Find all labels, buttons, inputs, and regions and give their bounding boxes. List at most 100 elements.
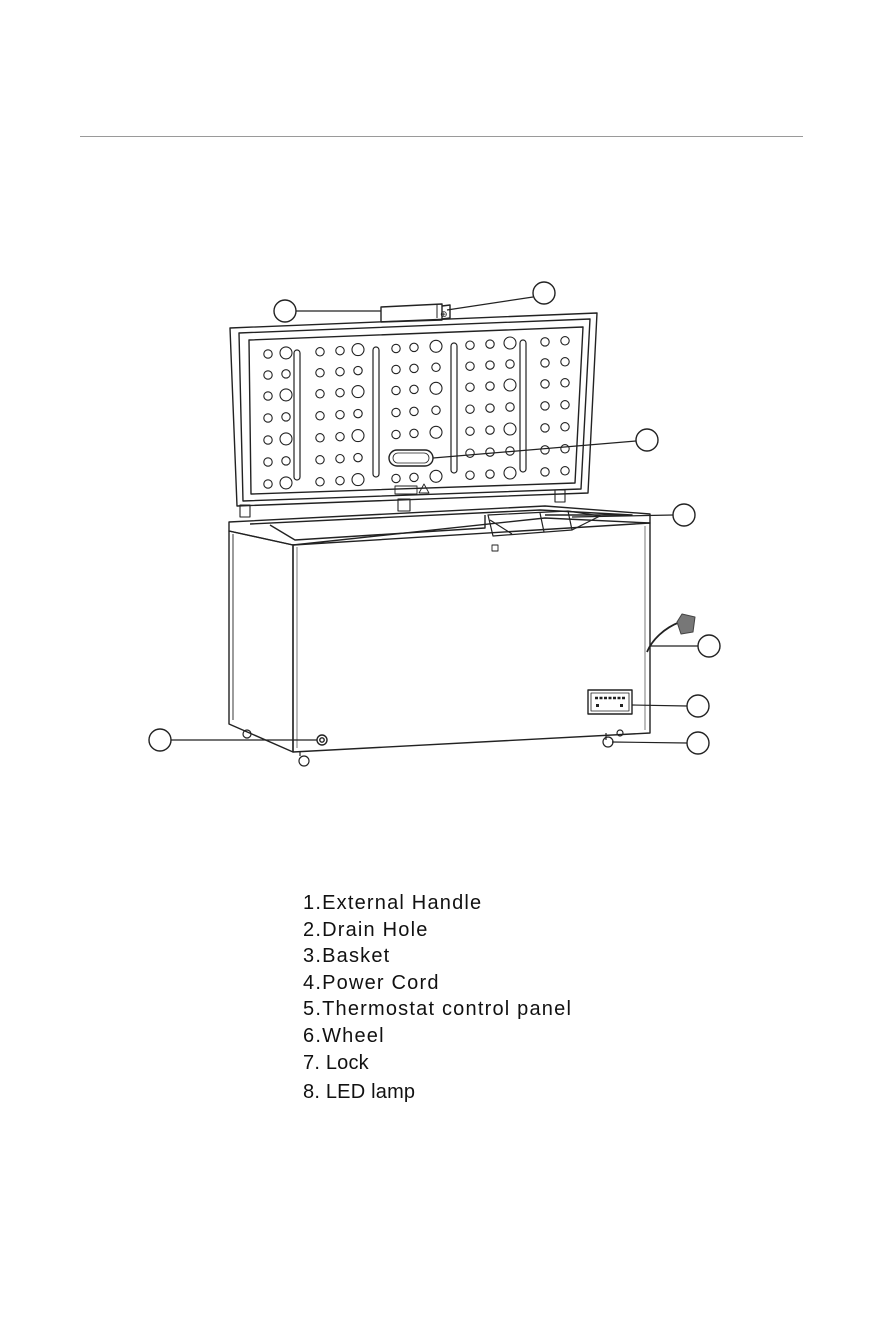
lid-hole: [561, 358, 569, 366]
lid-hole: [336, 347, 344, 355]
thermostat-control-panel: [588, 690, 632, 714]
lid-hole: [504, 337, 516, 349]
lid-hole: [432, 406, 440, 414]
lid-hole: [466, 471, 474, 479]
lid-hole: [392, 365, 400, 373]
lid-hole: [336, 368, 344, 376]
lid-hole: [486, 448, 494, 456]
lid-hole: [561, 401, 569, 409]
lid-hole: [264, 480, 272, 488]
lid-hole: [466, 449, 474, 457]
lid-hole: [541, 468, 549, 476]
lid-hole: [354, 366, 362, 374]
parts-list-item: 1.External Handle: [303, 890, 572, 917]
chest-freezer-diagram: ⊕: [0, 0, 883, 800]
lid-hole: [336, 433, 344, 441]
lid-hole: [466, 405, 474, 413]
wheels: [243, 730, 623, 766]
lid-hole: [466, 362, 474, 370]
lid-hole: [504, 467, 516, 479]
lid-hole: [561, 337, 569, 345]
callout-circle: [149, 729, 171, 751]
lid-hole: [336, 455, 344, 463]
callout-circle: [274, 300, 296, 322]
lid-hole: [410, 473, 418, 481]
lid-hole: [466, 427, 474, 435]
freezer-lid: [230, 313, 597, 506]
svg-text:⊕: ⊕: [440, 310, 448, 320]
lid-hole: [392, 430, 400, 438]
lid-hole: [486, 361, 494, 369]
lid-hole: [561, 379, 569, 387]
lid-hole: [280, 389, 292, 401]
led-lamp: [389, 450, 433, 466]
drain-hole: [317, 735, 327, 745]
lid-hole: [430, 426, 442, 438]
callout-circle: [673, 504, 695, 526]
lid-hole: [392, 344, 400, 352]
lid-hole: [264, 414, 272, 422]
lid-hole: [430, 382, 442, 394]
parts-list-item: 3.Basket: [303, 943, 572, 970]
lid-hole: [282, 370, 290, 378]
lid-hole: [466, 341, 474, 349]
lid-hole: [352, 344, 364, 356]
lid-hole: [316, 348, 324, 356]
lid-hole: [410, 407, 418, 415]
lid-hole: [354, 409, 362, 417]
lid-hole: [316, 390, 324, 398]
callout-circle: [698, 635, 720, 657]
lid-hole: [282, 457, 290, 465]
lid-hole: [264, 371, 272, 379]
callout-circle: [687, 695, 709, 717]
lid-hole: [541, 446, 549, 454]
lid-hole: [264, 392, 272, 400]
lid-hole: [430, 470, 442, 482]
lid-hole: [541, 359, 549, 367]
lid-hole: [541, 380, 549, 388]
parts-list-item: 5.Thermostat control panel: [303, 996, 572, 1023]
lid-hole: [432, 363, 440, 371]
lid-hole: [410, 364, 418, 372]
parts-list: 1.External Handle 2.Drain Hole 3.Basket …: [303, 890, 572, 1107]
lid-hole: [486, 470, 494, 478]
lid-hole: [486, 340, 494, 348]
lid-hole: [504, 379, 516, 391]
parts-list-item: 4.Power Cord: [303, 970, 572, 997]
lid-hole: [430, 340, 442, 352]
lid-hole: [352, 386, 364, 398]
lid-hole: [336, 389, 344, 397]
lid-hole: [264, 458, 272, 466]
callout-circle: [687, 732, 709, 754]
lid-hole: [352, 430, 364, 442]
lid-hole: [410, 343, 418, 351]
lid-hole: [541, 338, 549, 346]
lid-hole: [392, 474, 400, 482]
callout-circles: [149, 282, 720, 754]
callout-circle: [636, 429, 658, 451]
callout-circle: [533, 282, 555, 304]
parts-list-item: 7. Lock: [303, 1049, 572, 1078]
lid-hole: [316, 456, 324, 464]
lid-hole: [561, 445, 569, 453]
lid-hole: [392, 386, 400, 394]
lid-hole: [316, 434, 324, 442]
lid-hole: [316, 412, 324, 420]
lid-hole: [506, 360, 514, 368]
lid-hole: [486, 404, 494, 412]
lid-hole: [541, 424, 549, 432]
lid-hole: [264, 350, 272, 358]
lid-hole: [280, 477, 292, 489]
parts-list-item: 2.Drain Hole: [303, 917, 572, 944]
lid-hole: [561, 423, 569, 431]
lid-hole: [392, 408, 400, 416]
lid-hole: [466, 383, 474, 391]
lid-hole: [316, 478, 324, 486]
lid-hole: [506, 403, 514, 411]
lid-hole: [336, 411, 344, 419]
lid-hole: [486, 426, 494, 434]
lid-hole: [504, 423, 516, 435]
lid-hole: [352, 474, 364, 486]
lid-hole: [280, 347, 292, 359]
lid-hole: [410, 385, 418, 393]
